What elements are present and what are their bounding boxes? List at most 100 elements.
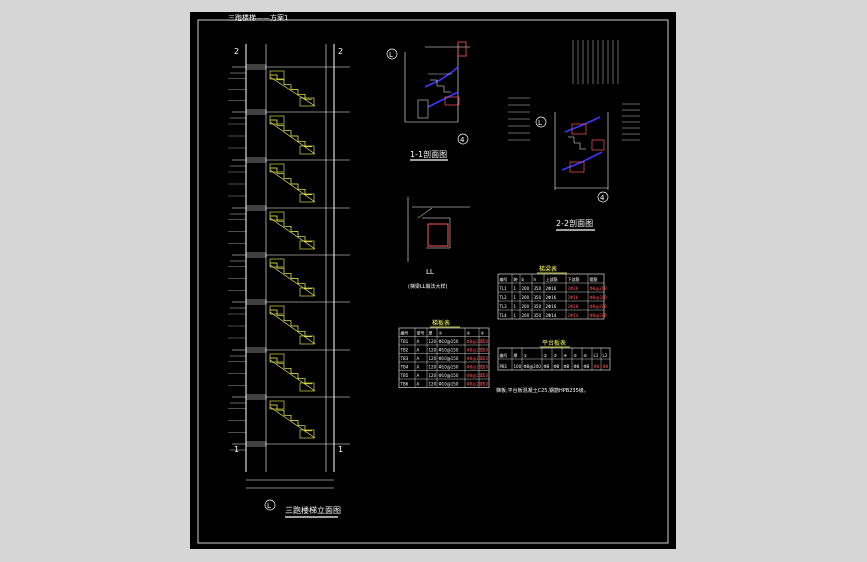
beam-table-cell: Φ8@200 xyxy=(590,313,608,318)
platform-table-cell: Φ8 xyxy=(603,364,609,369)
beam-table-cell: 2Φ16 xyxy=(568,295,579,300)
beam-detail-note: (梯梁LL做法大样) xyxy=(408,283,448,290)
beam-table-cell: TL3 xyxy=(499,304,508,309)
platform-table-cell: Φ8 xyxy=(584,364,590,369)
platform-table-header: ⑤ xyxy=(574,353,578,358)
drawing-title: 三跑楼梯——方案1 xyxy=(228,13,288,22)
stair-table-cell: 120 xyxy=(429,348,437,353)
section-2-2: L 4 2-2剖面图 xyxy=(508,40,640,231)
stair-table-header: ③ xyxy=(481,331,485,336)
beam-table-cell: 200 xyxy=(522,286,530,291)
stair-table-cell: 150 xyxy=(481,365,489,370)
stair-table-cell: Φ10@150 xyxy=(439,365,459,370)
beam-table-header: 编号 xyxy=(500,276,508,282)
beam-table-cell: 2Φ14 xyxy=(546,313,557,318)
beam-table-cell: 2Φ14 xyxy=(568,313,579,318)
axis-label-top-right: 2 xyxy=(338,47,343,56)
stair-table-cell: Φ8@200 xyxy=(467,365,485,370)
axis-label-bottom-right: 1 xyxy=(338,445,343,454)
stair-table-header: ② xyxy=(467,331,471,336)
beam-table-header: h xyxy=(534,277,537,282)
platform-table-header: ③ xyxy=(554,353,558,358)
stair-table-cell: TB4 xyxy=(400,365,409,370)
beam-table-cell: 350 xyxy=(534,286,542,291)
stair-table-cell: TB5 xyxy=(400,373,409,378)
inner-frame xyxy=(197,19,669,544)
stair-table-cell: Φ10@150 xyxy=(439,373,459,378)
section-1-axis-L: L xyxy=(389,51,393,59)
stair-table-cell: TB2 xyxy=(400,348,409,353)
drawing-sheet: 三跑楼梯——方案1 2 2 1 1 L 三跑楼梯立面图 L 4 xyxy=(190,12,676,549)
platform-table-header: ⑥ xyxy=(584,353,588,358)
stair-table-title: 梯板表 xyxy=(432,319,450,327)
beam-table-cell: 2Φ16 xyxy=(546,295,557,300)
cad-canvas: 三跑楼梯——方案1 2 2 1 1 L 三跑楼梯立面图 L 4 xyxy=(197,13,669,544)
stair-table-cell: Φ10@150 xyxy=(439,339,459,344)
stair-table-cell: Φ8@200 xyxy=(467,356,485,361)
stair-elevation: 2 2 1 1 L 三跑楼梯立面图 xyxy=(228,44,350,518)
axis-bubble-L xyxy=(264,499,276,511)
stair-table-cell: 120 xyxy=(429,365,437,370)
beam-table-cell: 2Φ16 xyxy=(546,304,557,309)
axis-label-top-left: 2 xyxy=(234,47,239,56)
section-2-axis-L: L xyxy=(538,119,542,127)
stair-table-cell: TB1 xyxy=(400,339,409,344)
platform-table-cell: Φ8 xyxy=(554,364,560,369)
platform-table-header: 厚 xyxy=(514,353,518,358)
beam-table-cell: Φ8@200 xyxy=(590,286,608,291)
beam-table-cell: 350 xyxy=(534,295,542,300)
section-1-caption: 1-1剖面图 xyxy=(410,149,447,159)
stair-table-cell: Φ8@200 xyxy=(467,373,485,378)
beam-table-header: 上部筋 xyxy=(546,276,558,282)
platform-table-header: ② xyxy=(544,353,548,358)
platform-table-cell: Φ8 xyxy=(574,364,580,369)
stair-table-header: 型号 xyxy=(417,330,425,336)
beam-table-cell: 350 xyxy=(534,304,542,309)
stair-table-cell: Φ8@200 xyxy=(467,339,485,344)
beam-table-header: 下部筋 xyxy=(568,276,580,282)
beam-detail-caption: LL xyxy=(426,268,434,276)
stair-table-cell: TB6 xyxy=(400,382,409,387)
beam-table-cell: 1 xyxy=(514,286,517,291)
beam-detail: LL (梯梁LL做法大样) xyxy=(407,197,470,290)
platform-table-cell: Φ8 xyxy=(544,364,550,369)
beam-table-cell: 200 xyxy=(522,313,530,318)
stair-table-cell: Φ8@200 xyxy=(467,348,485,353)
platform-note: 梯板,平台板混凝土C25,钢筋HPB235级。 xyxy=(496,387,589,394)
beam-table-cell: 1 xyxy=(514,304,517,309)
stair-table-cell: Φ10@150 xyxy=(439,348,459,353)
beam-table-cell: 2Φ16 xyxy=(568,286,579,291)
beam-table-cell: TL1 xyxy=(499,286,508,291)
platform-table-cell: Φ8 xyxy=(594,364,600,369)
elevation-caption: 三跑楼梯立面图 xyxy=(285,505,341,515)
beam-table-cell: 1 xyxy=(514,313,517,318)
platform-table-title: 平台板表 xyxy=(542,339,566,347)
beam-table-cell: 2Φ18 xyxy=(568,304,579,309)
stair-table-cell: 150 xyxy=(481,339,489,344)
stair-table-cell: A xyxy=(417,365,420,370)
stair-table-cell: 120 xyxy=(429,373,437,378)
stair-table-header: ① xyxy=(439,331,443,336)
stair-table-cell: A xyxy=(417,339,420,344)
beam-table-header: 跨 xyxy=(514,276,518,282)
platform-table-cell: PB1 xyxy=(500,364,508,369)
stair-table-cell: 150 xyxy=(481,348,489,353)
stair-table-cell: 120 xyxy=(429,356,437,361)
beam-table-cell: 350 xyxy=(534,313,542,318)
beam-table-header: 箍筋 xyxy=(590,276,598,282)
stair-table-cell: Φ10@150 xyxy=(439,356,459,361)
stair-table-cell: A xyxy=(417,348,420,353)
beam-table-cell: Φ8@200 xyxy=(590,295,608,300)
beam-table-cell: 200 xyxy=(522,304,530,309)
stair-table-cell: 150 xyxy=(481,382,489,387)
beam-table-cell: 1 xyxy=(514,295,517,300)
axis-label-bottom-left: 1 xyxy=(234,445,239,454)
section-1-axis-4: 4 xyxy=(460,136,465,144)
platform-table-cell: Φ8@200 xyxy=(524,364,542,369)
stair-table-cell: 120 xyxy=(429,382,437,387)
stair-table-cell: Φ10@150 xyxy=(439,382,459,387)
stair-table-cell: TB3 xyxy=(400,356,409,361)
section-1-1: L 4 1-1剖面图 xyxy=(386,41,470,161)
